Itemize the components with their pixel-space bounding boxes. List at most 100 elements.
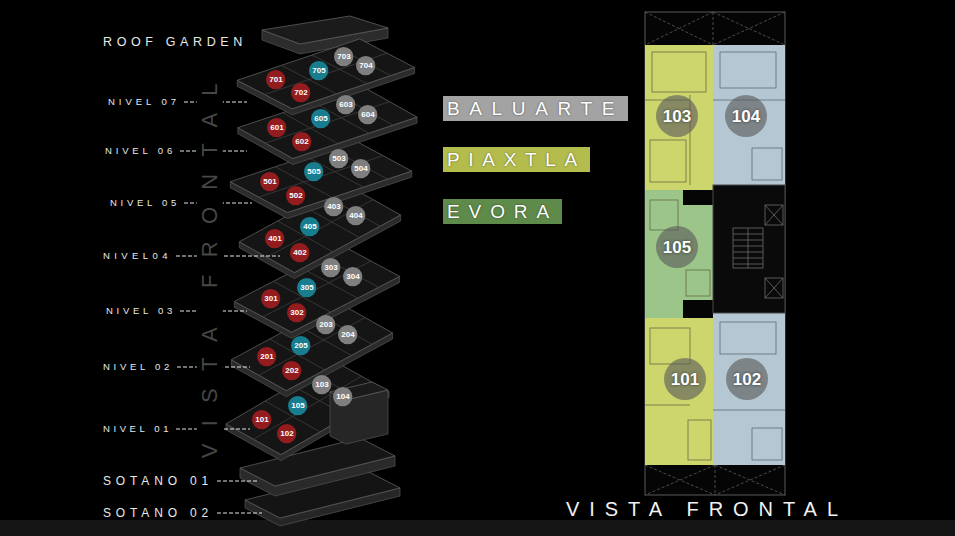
badge-circle xyxy=(336,95,355,114)
badge-circle xyxy=(358,105,377,124)
slab-side xyxy=(330,390,388,444)
badge-circle xyxy=(725,95,767,137)
badge-circle xyxy=(324,197,343,216)
unit-number: 405 xyxy=(303,223,316,231)
unit-number: 301 xyxy=(264,295,277,303)
badge-circle xyxy=(261,289,280,308)
badge-circle xyxy=(260,172,279,191)
unit-badge: 404 xyxy=(346,206,365,225)
unit-area xyxy=(645,190,713,318)
unit-area xyxy=(645,318,713,465)
walls xyxy=(688,420,711,460)
badge-circle xyxy=(282,361,301,380)
unit-number: 504 xyxy=(354,165,367,173)
unit-badge: 603 xyxy=(336,95,355,114)
floor-label: ROOF GARDEN xyxy=(103,35,247,50)
stairs xyxy=(765,278,783,298)
floor-label: NIVEL 06 xyxy=(105,145,176,156)
unit-number: 404 xyxy=(349,212,362,220)
unit-badge: 505 xyxy=(304,162,323,181)
stairs xyxy=(765,278,783,298)
badge-circle xyxy=(333,387,352,406)
badge-circle xyxy=(309,61,328,80)
unit-number: 204 xyxy=(341,331,354,339)
unit-badge: 401 xyxy=(265,229,284,248)
unit-number: 704 xyxy=(359,62,372,70)
walls xyxy=(650,200,678,230)
floor-label: NIVEL 07 xyxy=(108,96,180,107)
void-cross xyxy=(713,12,785,45)
unit-badge: 102 xyxy=(277,424,296,443)
unit-badge: 605 xyxy=(311,109,330,128)
floor-label: NIVEL 03 xyxy=(106,305,176,316)
legend-swatch: EVORA xyxy=(443,199,562,224)
floor-plan xyxy=(645,12,785,495)
unit-badge: 701 xyxy=(266,70,285,89)
void-cross xyxy=(645,465,715,495)
unit-number: 305 xyxy=(300,284,313,292)
unit-badge: 502 xyxy=(286,186,305,205)
unit-number: 401 xyxy=(268,235,281,243)
unit-badge: 103 xyxy=(312,375,331,394)
view-caption: VISTA FRONTAL xyxy=(566,497,848,521)
room-wall xyxy=(265,53,387,94)
unit-badge: 704 xyxy=(356,56,375,75)
unit-number: 402 xyxy=(293,249,306,257)
badge-circle xyxy=(300,217,319,236)
walls xyxy=(652,52,706,92)
unit-badge: 101 xyxy=(664,358,706,400)
floor-label: NIVEL 01 xyxy=(103,423,172,434)
unit-number: 604 xyxy=(361,111,374,119)
unit-badge: 101 xyxy=(252,410,271,429)
stairs xyxy=(733,205,783,298)
unit-badge: 403 xyxy=(324,197,343,216)
unit-badge: 504 xyxy=(351,159,370,178)
unit-badge: 105 xyxy=(656,226,698,268)
bottom-bar xyxy=(0,520,955,536)
void-cross xyxy=(715,465,785,495)
unit-number: 605 xyxy=(314,115,327,123)
legend-text: PIAXTLA xyxy=(447,150,586,169)
unit-area xyxy=(713,45,785,185)
unit-number: 102 xyxy=(280,430,293,438)
unit-number: 705 xyxy=(312,67,325,75)
unit-number: 302 xyxy=(290,309,303,317)
unit-badge: 204 xyxy=(338,325,357,344)
slab-top xyxy=(237,39,414,109)
unit-number: 101 xyxy=(671,371,699,388)
unit-number: 102 xyxy=(733,371,761,388)
leader-line xyxy=(217,480,258,481)
void-cross xyxy=(713,12,714,45)
badge-circle xyxy=(252,410,271,429)
unit-number: 103 xyxy=(663,108,691,125)
unit-number: 104 xyxy=(732,108,760,125)
unit-badge: 303 xyxy=(321,258,340,277)
walls xyxy=(686,270,710,296)
legend-swatch: PIAXTLA xyxy=(443,147,590,172)
badge-circle xyxy=(297,278,316,297)
walls xyxy=(720,322,776,354)
unit-number: 702 xyxy=(294,89,307,97)
unit-number: 603 xyxy=(339,101,352,109)
floor-label: SOTANO 02 xyxy=(103,506,213,520)
unit-badge: 105 xyxy=(288,396,307,415)
unit-number: 202 xyxy=(285,367,298,375)
badge-circle xyxy=(312,375,331,394)
badge-circle xyxy=(726,358,768,400)
unit-badge: 304 xyxy=(343,267,362,286)
unit-number: 505 xyxy=(307,168,320,176)
unit-number: 304 xyxy=(346,273,359,281)
unit-number: 101 xyxy=(255,416,268,424)
stairs xyxy=(765,205,783,225)
badge-circle xyxy=(316,315,335,334)
leader-lines xyxy=(176,102,280,513)
legend-swatch: BALUARTE xyxy=(443,96,628,121)
unit-badge: 702 xyxy=(291,83,310,102)
unit-number: 601 xyxy=(270,124,283,132)
unit-badge: 602 xyxy=(292,132,311,151)
unit-badge: 501 xyxy=(260,172,279,191)
unit-number: 105 xyxy=(291,402,304,410)
